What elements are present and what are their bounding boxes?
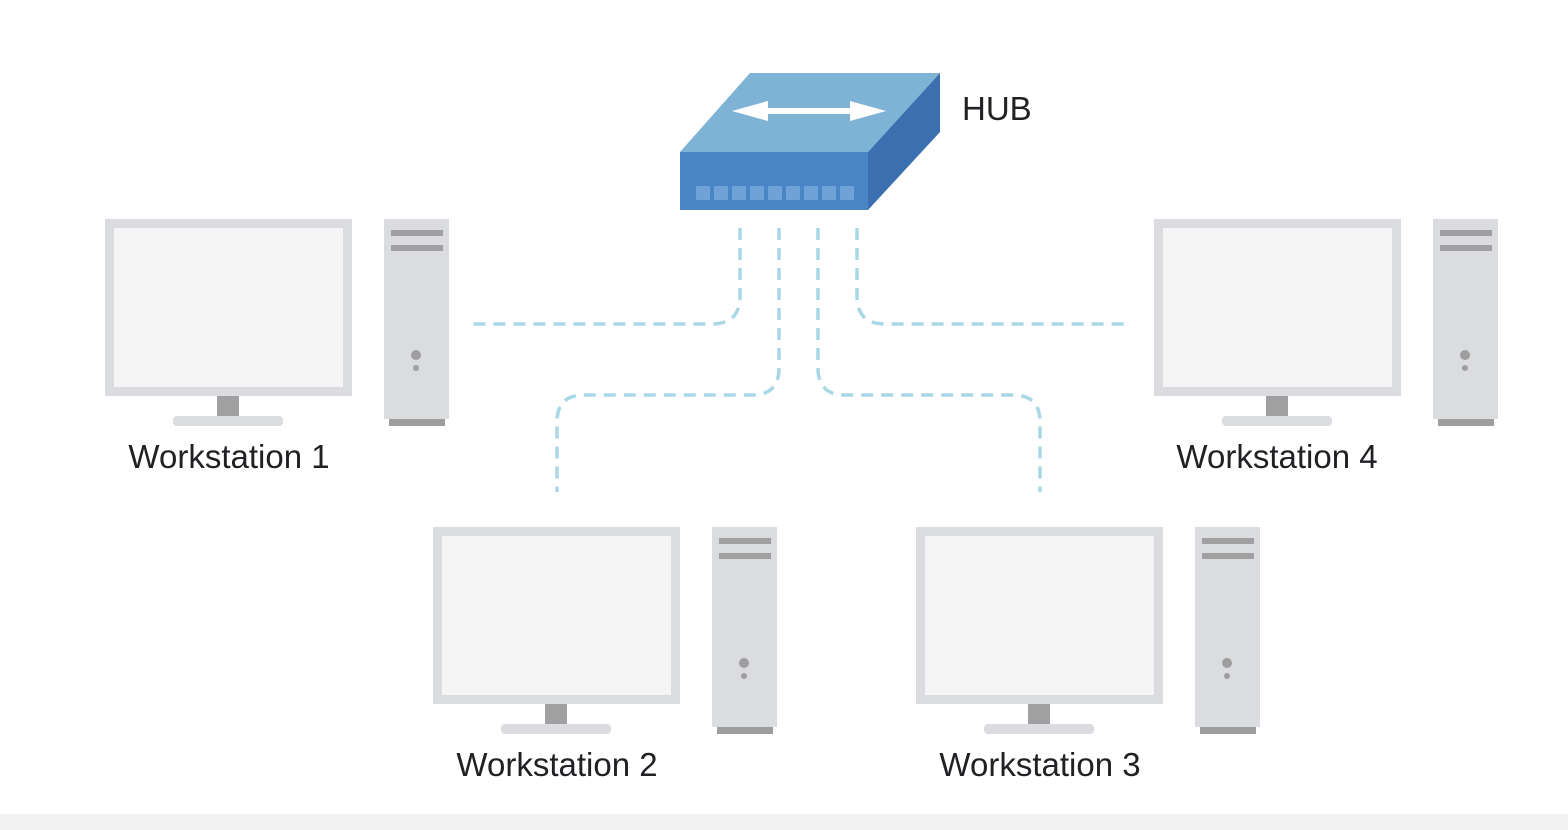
- workstation-3-computer-icon: [916, 527, 1260, 734]
- workstation-2-computer-icon: [433, 527, 777, 734]
- cable-workstation-4: [855, 228, 1128, 326]
- workstation-1-label: Workstation 1: [128, 438, 329, 475]
- workstation-4: Workstation 4: [1154, 219, 1498, 475]
- hub-label: HUB: [962, 90, 1032, 127]
- workstation-2-label: Workstation 2: [456, 746, 657, 783]
- workstation-3-label: Workstation 3: [939, 746, 1140, 783]
- double-arrow-icon: [732, 101, 886, 121]
- workstation-1-computer-icon: [105, 219, 449, 426]
- workstation-3: Workstation 3: [916, 527, 1260, 783]
- workstation-2: Workstation 2: [433, 527, 777, 783]
- workstation-4-label: Workstation 4: [1176, 438, 1377, 475]
- cables: [470, 228, 1128, 492]
- hub-ports: [696, 186, 854, 200]
- cable-workstation-1: [470, 228, 742, 326]
- cable-workstation-3: [816, 228, 1042, 492]
- workstation-4-computer-icon: [1154, 219, 1498, 426]
- hub-device: [680, 73, 940, 210]
- bottom-bar: [0, 814, 1568, 830]
- cable-workstation-2: [555, 228, 781, 492]
- hub-side-face: [868, 73, 940, 210]
- hub-front-face: [680, 152, 868, 210]
- workstation-1: Workstation 1: [105, 219, 449, 475]
